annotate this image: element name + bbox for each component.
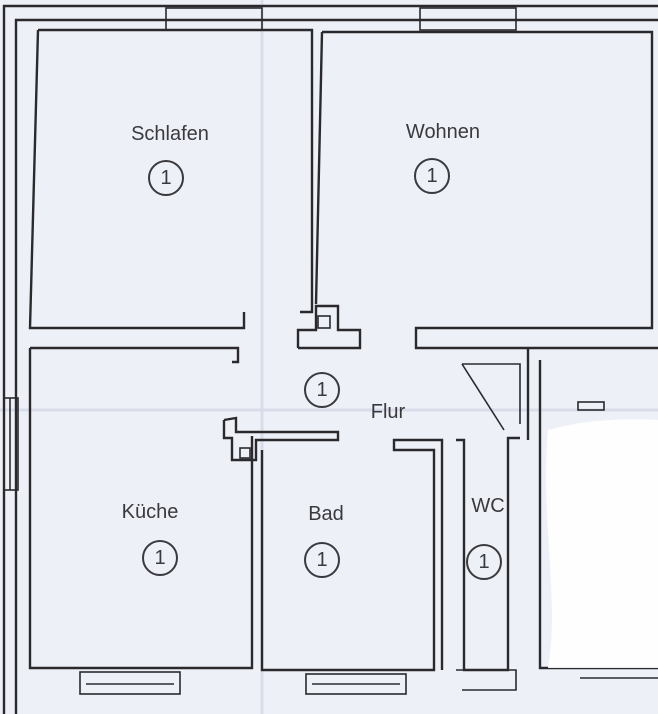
room-schlafen: Schlafen 1 xyxy=(131,123,209,196)
stair-door-swing xyxy=(461,363,521,431)
room-flur: 1 Flur xyxy=(304,372,406,423)
room-wohnen: Wohnen 1 xyxy=(406,121,480,194)
room-schlafen-walls xyxy=(28,28,314,330)
room-kueche: Küche 1 xyxy=(122,501,179,576)
window-bad-bottom xyxy=(305,673,407,695)
room-kueche-walls xyxy=(28,346,254,670)
room-number-badge xyxy=(466,544,502,580)
room-bad: Bad 1 xyxy=(304,503,344,578)
room-wc: WC 1 xyxy=(466,495,505,580)
room-number-badge xyxy=(414,158,450,194)
room-wc-walls xyxy=(456,436,520,691)
room-number-badge xyxy=(304,542,340,578)
room-label: WC xyxy=(471,495,504,517)
room-number: 1 xyxy=(160,167,171,189)
room-label: Bad xyxy=(308,503,344,525)
room-number-badge xyxy=(142,540,178,576)
room-wohnen-walls xyxy=(314,30,658,350)
window-kueche-left xyxy=(3,397,19,491)
room-number: 1 xyxy=(154,547,165,569)
room-label: Wohnen xyxy=(406,121,480,143)
room-number: 1 xyxy=(316,379,327,401)
room-label: Küche xyxy=(122,501,179,523)
room-label: Schlafen xyxy=(131,123,209,145)
chimney-small xyxy=(222,416,340,462)
room-bad-walls xyxy=(260,438,444,672)
room-number-badge xyxy=(148,160,184,196)
window-wohnen xyxy=(419,7,517,31)
room-number: 1 xyxy=(426,165,437,187)
room-number: 1 xyxy=(316,549,327,571)
window-kueche-bottom xyxy=(79,671,181,695)
room-number: 1 xyxy=(478,551,489,573)
glare-highlight xyxy=(546,419,658,668)
room-label: Flur xyxy=(371,401,406,423)
room-number-badge xyxy=(304,372,340,408)
chimney-center xyxy=(296,304,362,350)
